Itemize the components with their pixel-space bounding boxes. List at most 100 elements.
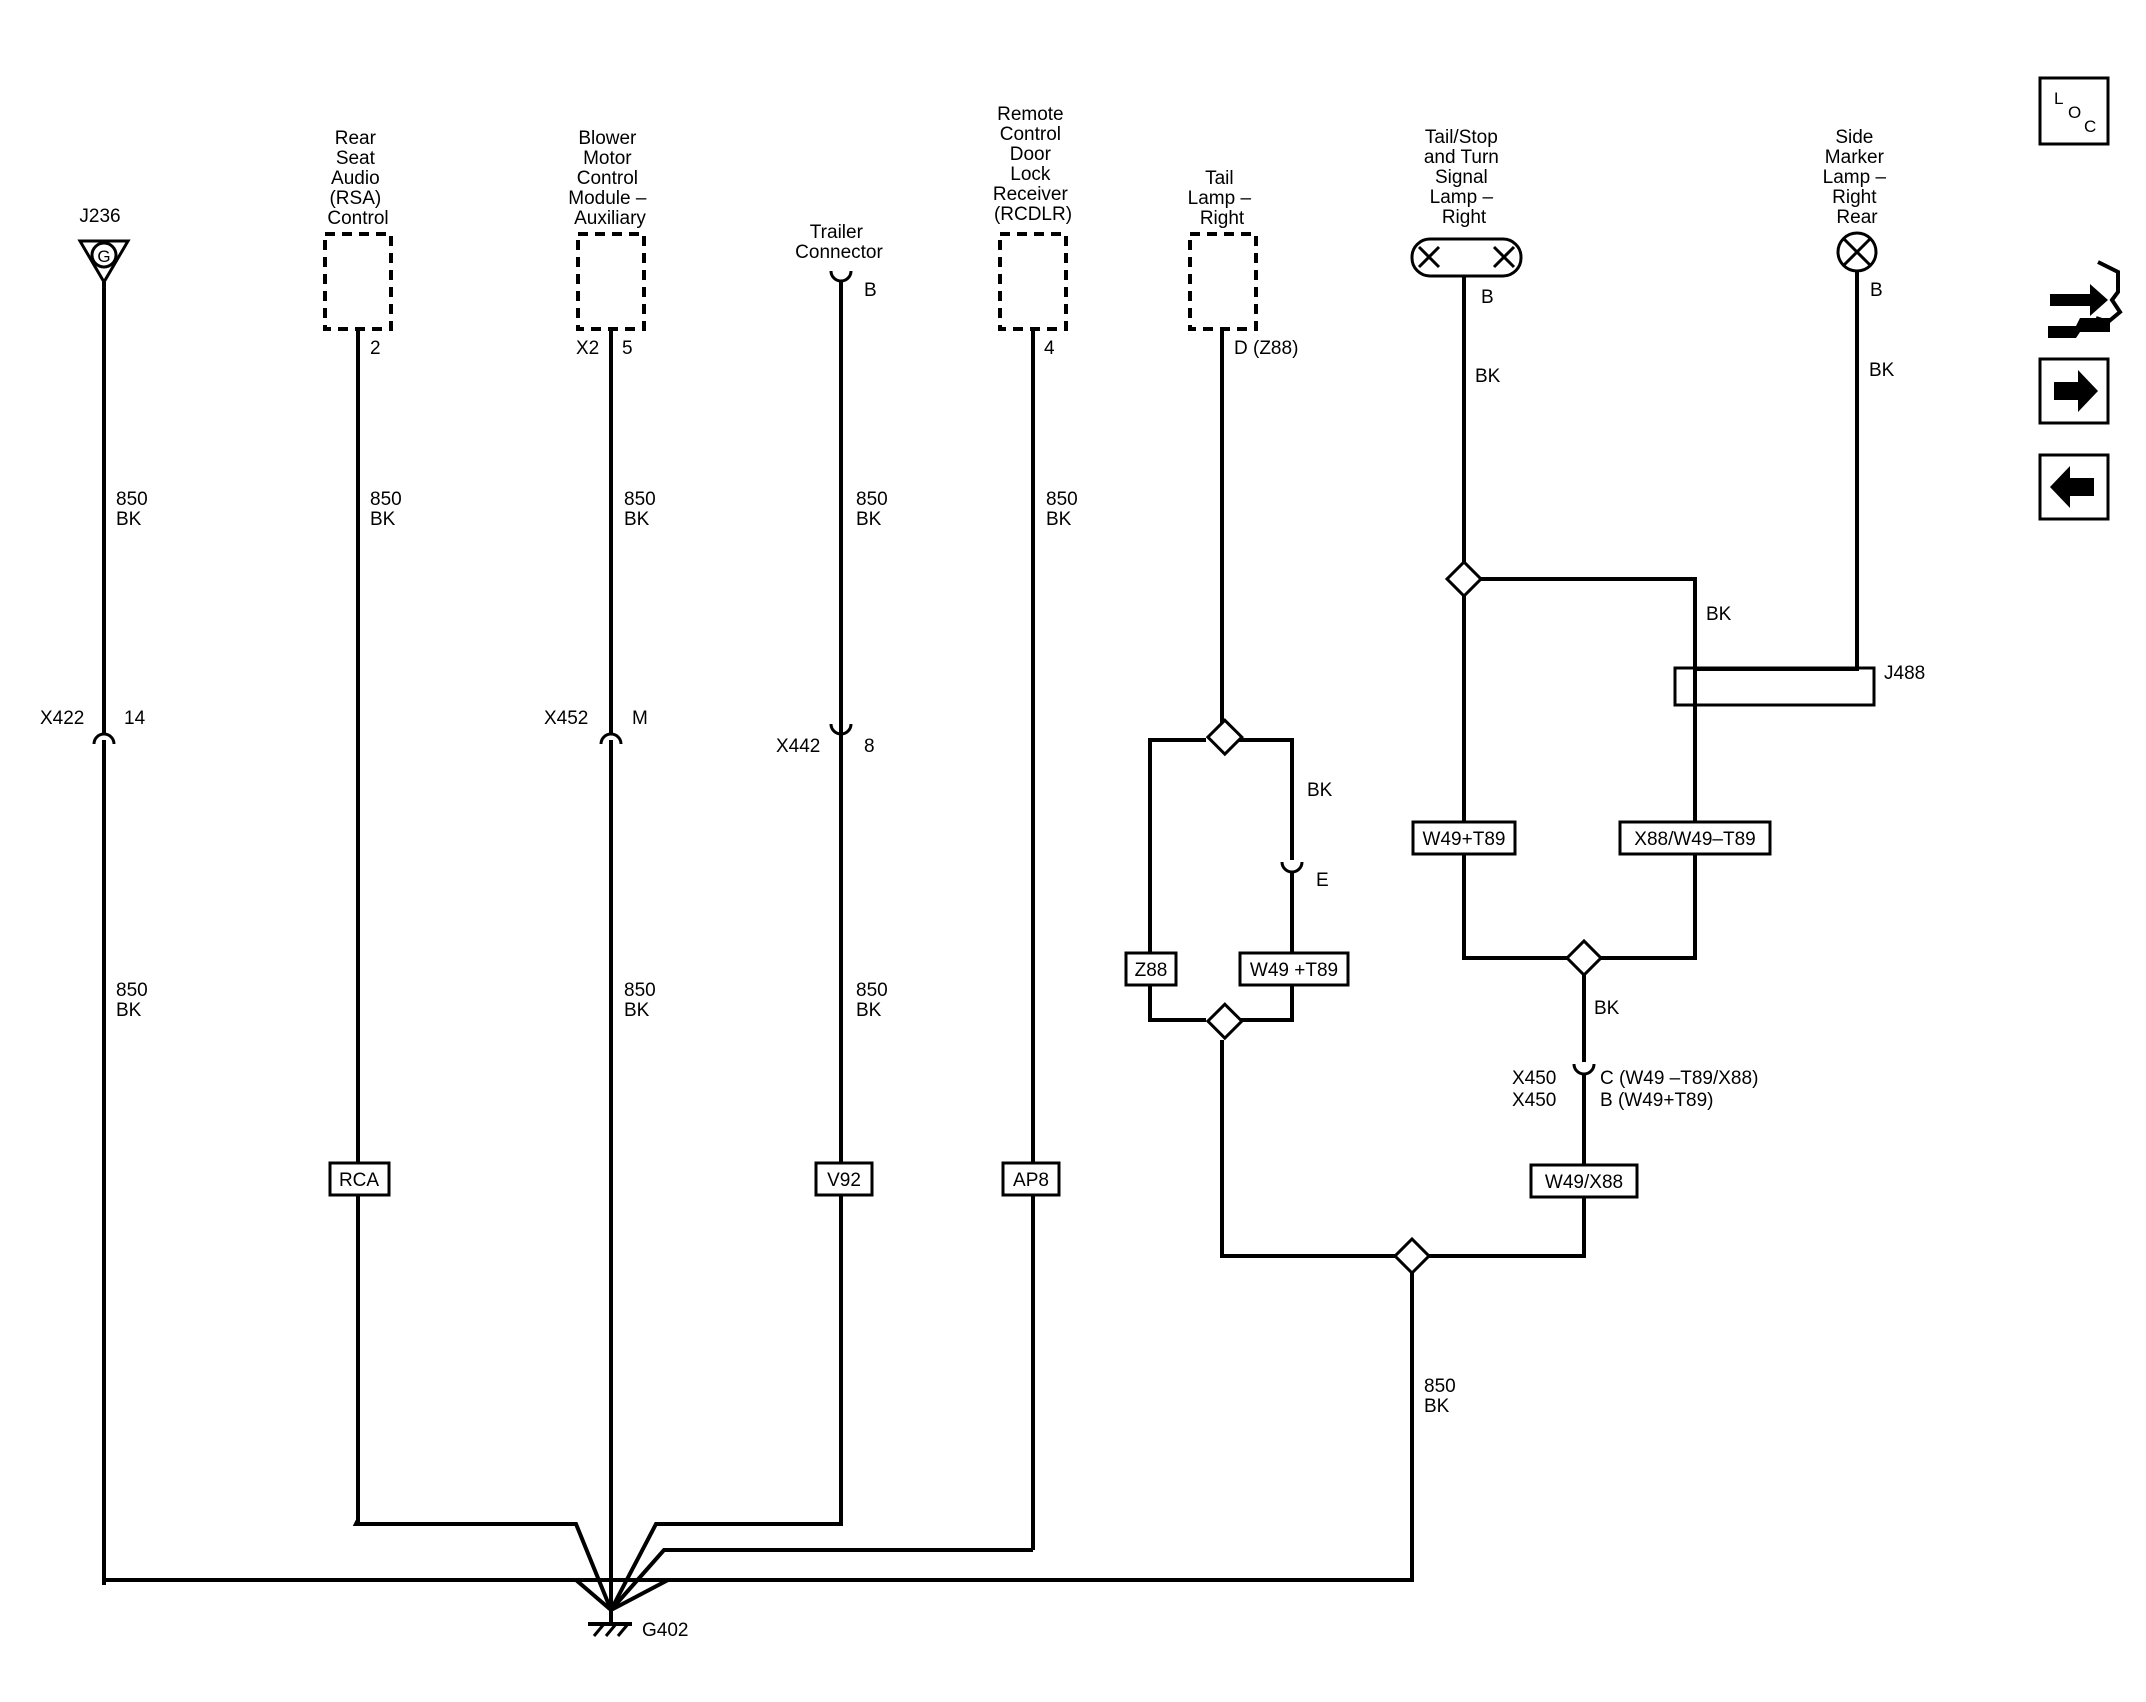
wire-tail-stop-left-branch: [1462, 595, 1568, 960]
x450-pin-2: B (W49+T89): [1600, 1090, 1714, 1111]
option-x88-w49-t89: X88/W49–T89: [1618, 820, 1772, 856]
j236-ref: J236: [79, 206, 120, 227]
e-pin: E: [1316, 870, 1329, 891]
option-rca: RCA: [328, 1161, 391, 1197]
side-marker-bulb-cross: [1842, 237, 1872, 267]
g402-ref: G402: [642, 1620, 688, 1641]
wire-rsa-circuit: 850: [370, 489, 402, 510]
tail-stop-bulb-left-icon: [1417, 245, 1441, 269]
j236-component: J236 G: [77, 206, 131, 285]
blower-pin: 5: [622, 338, 633, 359]
loc-letter-o: O: [2068, 103, 2081, 122]
svg-text:X88/W49–T89: X88/W49–T89: [1634, 829, 1755, 850]
wire-rcdlr-to-ground: [609, 1548, 1033, 1612]
splice-node-tail-lower: [1205, 1002, 1244, 1041]
x452-connector: X452 M: [544, 708, 648, 757]
rcdlr-title: Remote Control Door Lock Receiver (RCDLR…: [993, 104, 1073, 225]
next-arrow-icon[interactable]: [2038, 357, 2110, 425]
rcdlr-component: Remote Control Door Lock Receiver (RCDLR…: [993, 104, 1073, 359]
trailer-title: Trailer Connector: [795, 222, 883, 263]
rcdlr-module-box: [998, 232, 1068, 331]
blower-component: Blower Motor Control Module – Auxiliary …: [568, 128, 647, 359]
g402-ground-symbol: G402: [588, 1610, 688, 1641]
x452-ref: X452: [544, 708, 588, 729]
wire-w49-x88-to-junction: [1428, 1197, 1586, 1258]
rsa-pin: 2: [370, 338, 381, 359]
wire-tail-to-junction: [1220, 1040, 1396, 1258]
wire-rcdlr-circuit: 850: [1046, 489, 1078, 510]
wire-j236-color-2: BK: [116, 1000, 142, 1021]
wire-j236-color-1: BK: [116, 509, 142, 530]
svg-text:AP8: AP8: [1013, 1170, 1049, 1191]
wire-rcdlr-color: BK: [1046, 509, 1072, 530]
x442-ref: X442: [776, 736, 820, 757]
x450-ref-2: X450: [1512, 1090, 1556, 1111]
wire-blower-circuit-1: 850: [624, 489, 656, 510]
trailer-female-arc: [829, 270, 853, 283]
x422-pin: 14: [124, 708, 146, 729]
tail-lamp-pin: D (Z88): [1234, 338, 1298, 359]
rsa-component: Rear Seat Audio (RSA) Control 2: [323, 128, 393, 359]
svg-text:W49 +T89: W49 +T89: [1250, 960, 1338, 981]
tail-stop-component: Tail/Stop and Turn Signal Lamp – Right B: [1410, 127, 1523, 308]
wire-tail-branch-right-lower: [1238, 872, 1294, 1022]
wire-side-marker-color: BK: [1869, 360, 1895, 381]
wire-j236-circuit-1: 850: [116, 489, 148, 510]
wire-tail-stop-right-branch: [1480, 577, 1697, 960]
x422-female-arc: [92, 732, 116, 745]
wire-trailer-to-ground: [609, 1520, 843, 1611]
e-female-arc: [1280, 861, 1304, 874]
wire-blower-circuit-2: 850: [624, 980, 656, 1001]
loc-letter-l: L: [2054, 89, 2063, 108]
option-v92: V92: [814, 1161, 874, 1197]
option-w49-t89-left: W49 +T89: [1238, 951, 1350, 987]
splice-node-tail-upper: [1205, 718, 1244, 757]
blower-module-box: [576, 232, 646, 331]
tail-lamp-component: Tail Lamp – Right D (Z88): [1188, 168, 1299, 359]
loc-letter-c: C: [2084, 117, 2096, 136]
rsa-module-box: [323, 232, 393, 331]
tail-stop-pin: B: [1481, 287, 1494, 308]
wire-main-to-ground: [610, 1578, 1412, 1612]
option-w49-t89-right: W49+T89: [1411, 820, 1517, 856]
ground-converging-wires: [104, 1519, 1412, 1612]
tail-lamp-module-box: [1188, 232, 1258, 331]
x450-female-arc: [1572, 1063, 1596, 1076]
svg-text:Z88: Z88: [1135, 960, 1168, 981]
x452-pin: M: [632, 708, 648, 729]
x450-pin-1: C (W49 –T89/X88): [1600, 1068, 1758, 1089]
wire-blower-color-1: BK: [624, 509, 650, 530]
wire-rsa-to-ground: [352, 1519, 613, 1611]
wire-j236-to-ground: [104, 1578, 613, 1612]
tail-lamp-title: Tail Lamp – Right: [1188, 168, 1257, 229]
x442-connector: X442 8: [776, 700, 875, 757]
tail-stop-lamp-body: [1410, 237, 1523, 278]
side-marker-component: Side Marker Lamp – Right Rear B: [1823, 127, 1887, 301]
wire-tail-branch-right-upper: [1238, 738, 1294, 840]
trailer-pin: B: [864, 280, 877, 301]
wire-tail-stop-color: BK: [1475, 366, 1501, 387]
splice-node-tail-stop-lower: [1564, 938, 1604, 978]
wire-main-color: BK: [1424, 1396, 1450, 1417]
svg-text:W49/X88: W49/X88: [1545, 1172, 1623, 1193]
connector-view-icon[interactable]: [2048, 260, 2123, 338]
loc-button[interactable]: L O C: [2038, 76, 2110, 146]
x450-connector: X450 C (W49 –T89/X88) X450 B (W49+T89): [1512, 1042, 1758, 1111]
tail-stop-bulb-right-icon: [1492, 245, 1516, 269]
j236-pin-circle: [90, 241, 118, 269]
splice-node-main: [1392, 1236, 1432, 1276]
j236-ground-triangle: [77, 239, 131, 285]
svg-text:RCA: RCA: [339, 1170, 379, 1191]
wire-main-circuit: 850: [1424, 1376, 1456, 1397]
trailer-component: Trailer Connector B: [795, 222, 883, 301]
x422-connector: X422 14: [40, 708, 146, 757]
wire-j236-circuit-2: 850: [116, 980, 148, 1001]
option-w49-x88: W49/X88: [1529, 1163, 1639, 1199]
tail-stop-title: Tail/Stop and Turn Signal Lamp – Right: [1424, 127, 1504, 228]
x422-ref: X422: [40, 708, 84, 729]
wire-main-return: [104, 1272, 1414, 1582]
wire-blower-color-2: BK: [624, 1000, 650, 1021]
wire-rsa-color: BK: [370, 509, 396, 530]
previous-arrow-icon[interactable]: [2038, 453, 2110, 521]
